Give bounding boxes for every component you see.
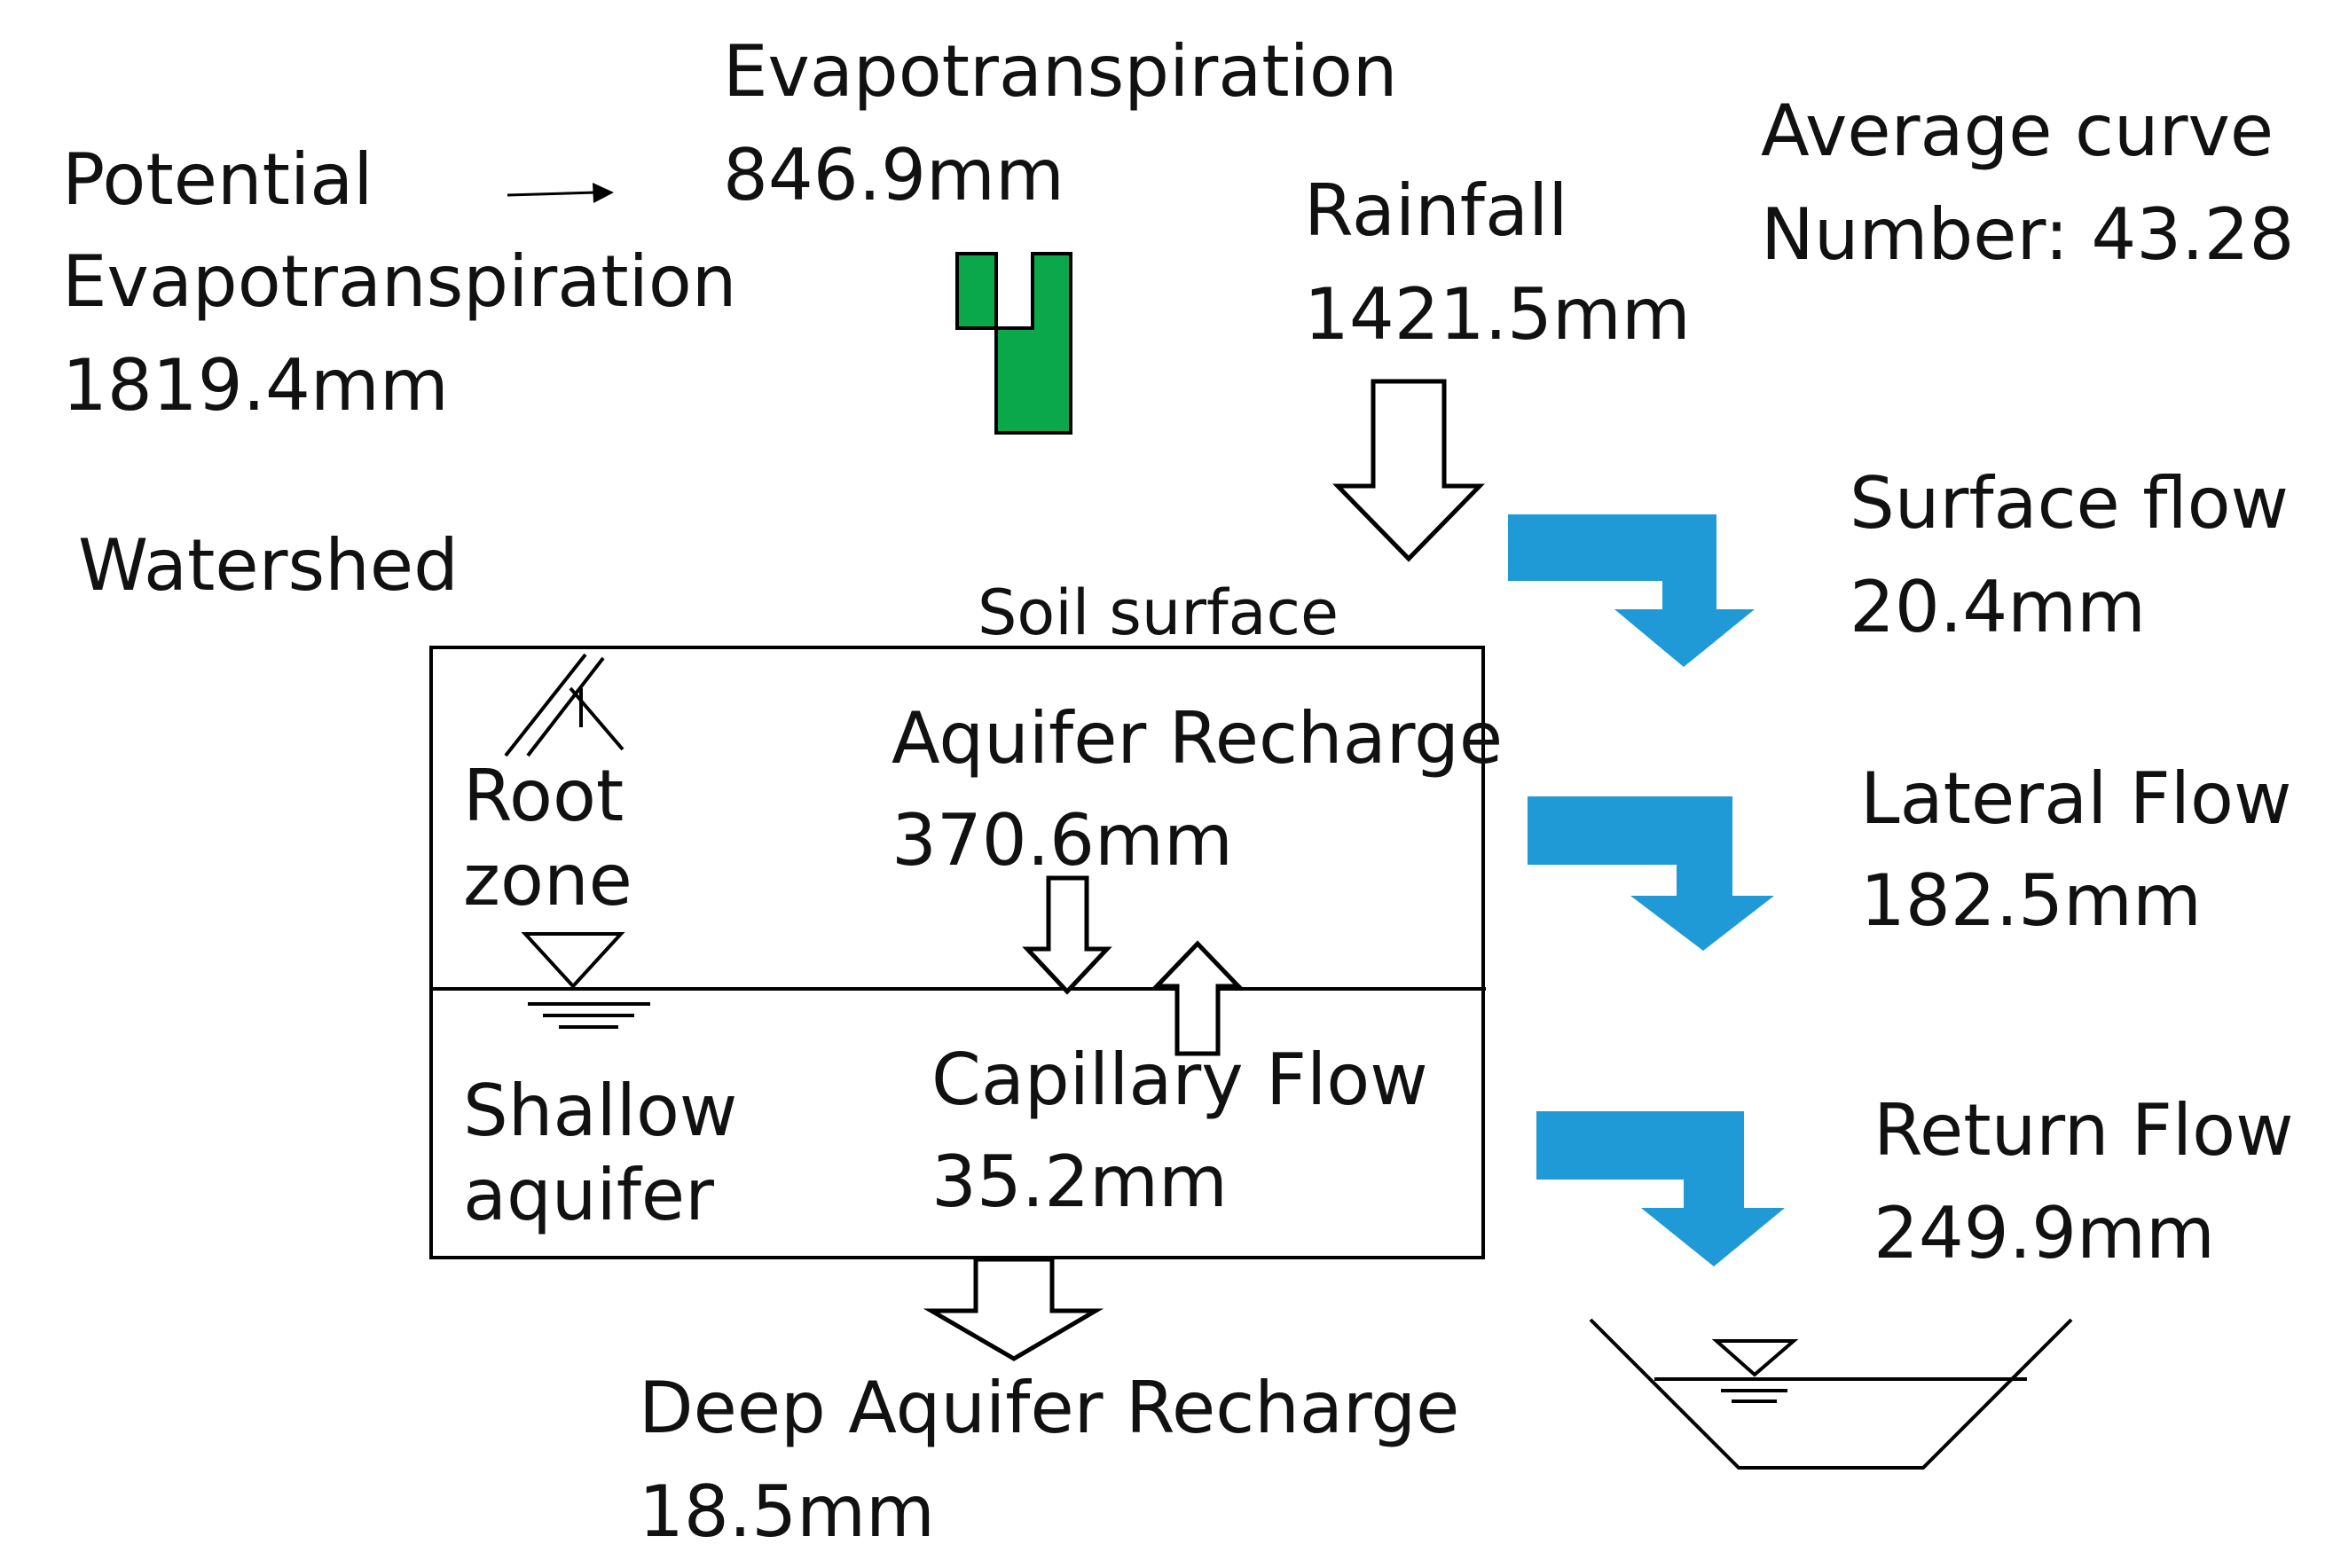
surface-flow-arrow [1508, 514, 1755, 667]
curve-number-label: Average curve [1761, 90, 2274, 172]
return-flow-arrow [1536, 1111, 1785, 1266]
rainfall-down-arrow [1332, 379, 1485, 562]
lateral-flow-label: Lateral Flow [1860, 757, 2291, 840]
aquifer-recharge-label: Aquifer Recharge [892, 697, 1503, 780]
capillary-flow-arrow [1151, 940, 1244, 1056]
et-label: Evapotranspiration [723, 30, 1397, 113]
potential-et-value: 1819.4mm [62, 344, 449, 427]
et-value: 846.9mm [723, 134, 1064, 216]
capillary-flow-label: Capillary Flow [931, 1039, 1428, 1121]
curve-number-value: Number: 43.28 [1761, 193, 2294, 276]
root-zone-label-2: zone [463, 839, 632, 921]
shallow-aquifer-label: Shallow [463, 1070, 737, 1152]
rainfall-value: 1421.5mm [1304, 273, 1691, 356]
soil-surface-label: Soil surface [978, 576, 1339, 649]
deep-aquifer-recharge-value: 18.5mm [639, 1470, 935, 1553]
deep-recharge-arrow [923, 1257, 1104, 1361]
shallow-aquifer-label-2: aquifer [463, 1154, 714, 1236]
stream-channel [1589, 1318, 2073, 1470]
et-up-arrow [955, 252, 1072, 435]
potential-et-label: Potential [62, 138, 373, 221]
deep-aquifer-recharge-label: Deep Aquifer Recharge [639, 1367, 1459, 1449]
aquifer-recharge-value: 370.6mm [892, 799, 1233, 882]
return-flow-value: 249.9mm [1873, 1192, 2215, 1274]
capillary-flow-value: 35.2mm [931, 1141, 1228, 1223]
return-flow-label: Return Flow [1873, 1089, 2294, 1172]
lateral-flow-value: 182.5mm [1860, 859, 2202, 942]
potential-et-pointer-head [593, 183, 614, 203]
root-icon [504, 653, 624, 757]
soil-box [429, 646, 1485, 1259]
water-table-symbol [521, 932, 650, 1029]
surface-flow-label: Surface flow [1850, 462, 2289, 545]
surface-flow-value: 20.4mm [1850, 566, 2146, 648]
aquifer-recharge-arrow [1022, 875, 1112, 995]
potential-et-label-2: Evapotranspiration [62, 240, 736, 323]
root-zone-label: Root [463, 755, 624, 837]
rainfall-label: Rainfall [1304, 169, 1567, 252]
lateral-flow-arrow [1528, 796, 1774, 951]
potential-et-pointer-line [507, 191, 597, 197]
watershed-label: Watershed [78, 524, 459, 607]
